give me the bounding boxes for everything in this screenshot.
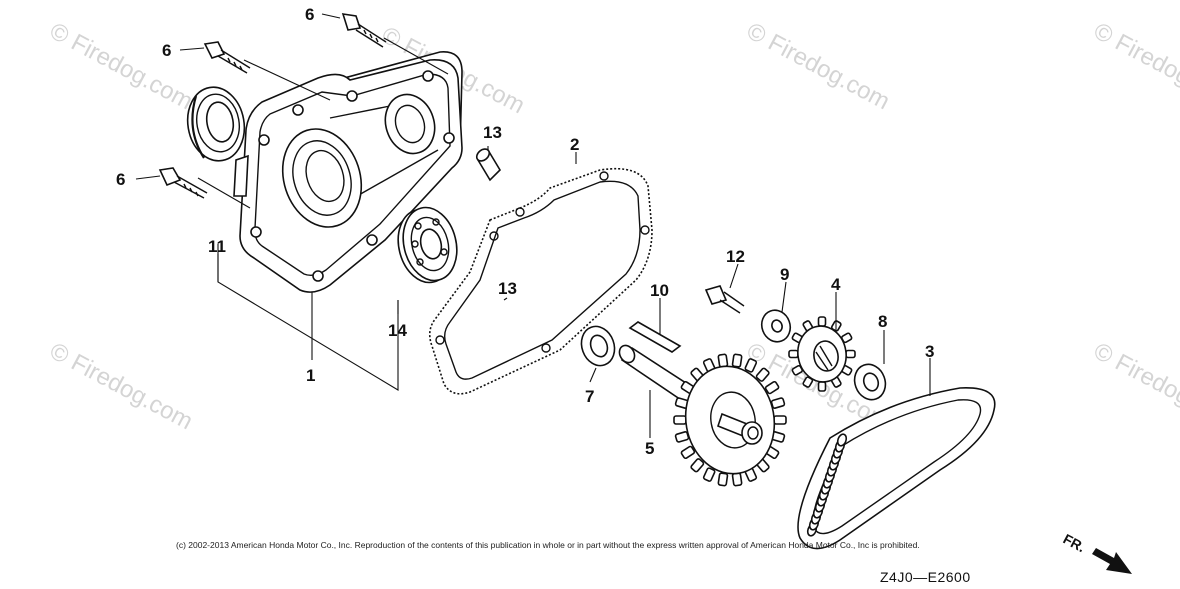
dowel-pin-part	[475, 148, 502, 182]
sprocket-tooth	[717, 353, 729, 368]
flange-bolt-part	[203, 41, 251, 74]
callout-10: 10	[650, 281, 669, 300]
callout-2: 2	[570, 135, 579, 154]
sprocket-tooth	[770, 397, 786, 409]
callout-13-upper: 13	[483, 123, 502, 142]
callout-3: 3	[925, 342, 934, 361]
bolt-part	[704, 285, 745, 314]
callout-5: 5	[645, 439, 654, 458]
oil-seal-part	[186, 86, 246, 162]
shaft-sprocket-part	[618, 344, 787, 487]
callout-7: 7	[585, 387, 594, 406]
callout-13-lower: 13	[498, 279, 517, 298]
chain-part	[797, 387, 996, 550]
callout-12: 12	[726, 247, 745, 266]
sprocket-tooth	[717, 472, 729, 487]
callout-8: 8	[878, 312, 887, 331]
chain-link	[836, 433, 848, 447]
case-cover-part	[233, 51, 463, 293]
sprocket-tooth	[817, 316, 827, 327]
watermark: © Firedog.com	[45, 17, 197, 115]
small-sprocket-part	[788, 316, 856, 392]
sprocket-tooth	[680, 445, 696, 460]
sprocket-tooth	[788, 349, 799, 359]
assembly-lines	[197, 37, 449, 391]
arrow-icon	[1092, 548, 1132, 574]
sprocket-tooth	[755, 367, 770, 382]
sprocket-teeth	[673, 353, 787, 487]
flange-bolt-part	[341, 13, 387, 48]
front-direction-indicator: FR.	[1061, 531, 1132, 574]
sprocket-tooth	[744, 358, 758, 373]
watermark: © Firedog.com	[1089, 337, 1180, 435]
callout-1: 1	[306, 366, 315, 385]
callout-11: 11	[208, 237, 226, 256]
callout-6-mid: 6	[162, 41, 171, 60]
direction-label: FR.	[1061, 531, 1088, 556]
copyright-notice: (c) 2002-2013 American Honda Motor Co., …	[176, 540, 920, 550]
sprocket-tooth	[702, 467, 716, 482]
diagram-code: Z4J0—E2600	[880, 569, 971, 585]
bearing-part	[397, 206, 458, 284]
sprocket-tooth	[674, 431, 690, 443]
callout-14: 14	[388, 321, 407, 340]
gasket-part	[428, 167, 653, 395]
sprocket-tooth	[764, 380, 780, 395]
washer-part	[760, 309, 792, 343]
sprocket-tooth	[845, 349, 856, 359]
watermark: © Firedog.com	[45, 337, 197, 435]
sprocket-tooth	[731, 472, 743, 487]
callout-9: 9	[780, 265, 789, 284]
key-part	[628, 321, 682, 353]
sprocket-tooth	[731, 353, 743, 368]
leader-lines	[135, 13, 931, 438]
flange-bolt-part	[158, 167, 208, 199]
sprocket-tooth	[817, 381, 827, 392]
chain-links	[806, 433, 848, 537]
callout-4: 4	[831, 275, 841, 294]
sprocket-tooth	[673, 415, 687, 425]
watermark: © Firedog.com	[742, 17, 894, 115]
sprocket-tooth	[690, 458, 705, 473]
watermark: © Firedog.com	[1089, 17, 1180, 115]
callout-6-left: 6	[116, 170, 125, 189]
sprocket-tooth	[773, 415, 787, 425]
washer-part	[853, 363, 887, 401]
callout-labels: 1 2 3 4 5 6 6 6 7 8 9 10 11 12 13 13 14	[116, 5, 934, 458]
washer-part	[580, 325, 616, 367]
callout-6-top: 6	[305, 5, 314, 24]
